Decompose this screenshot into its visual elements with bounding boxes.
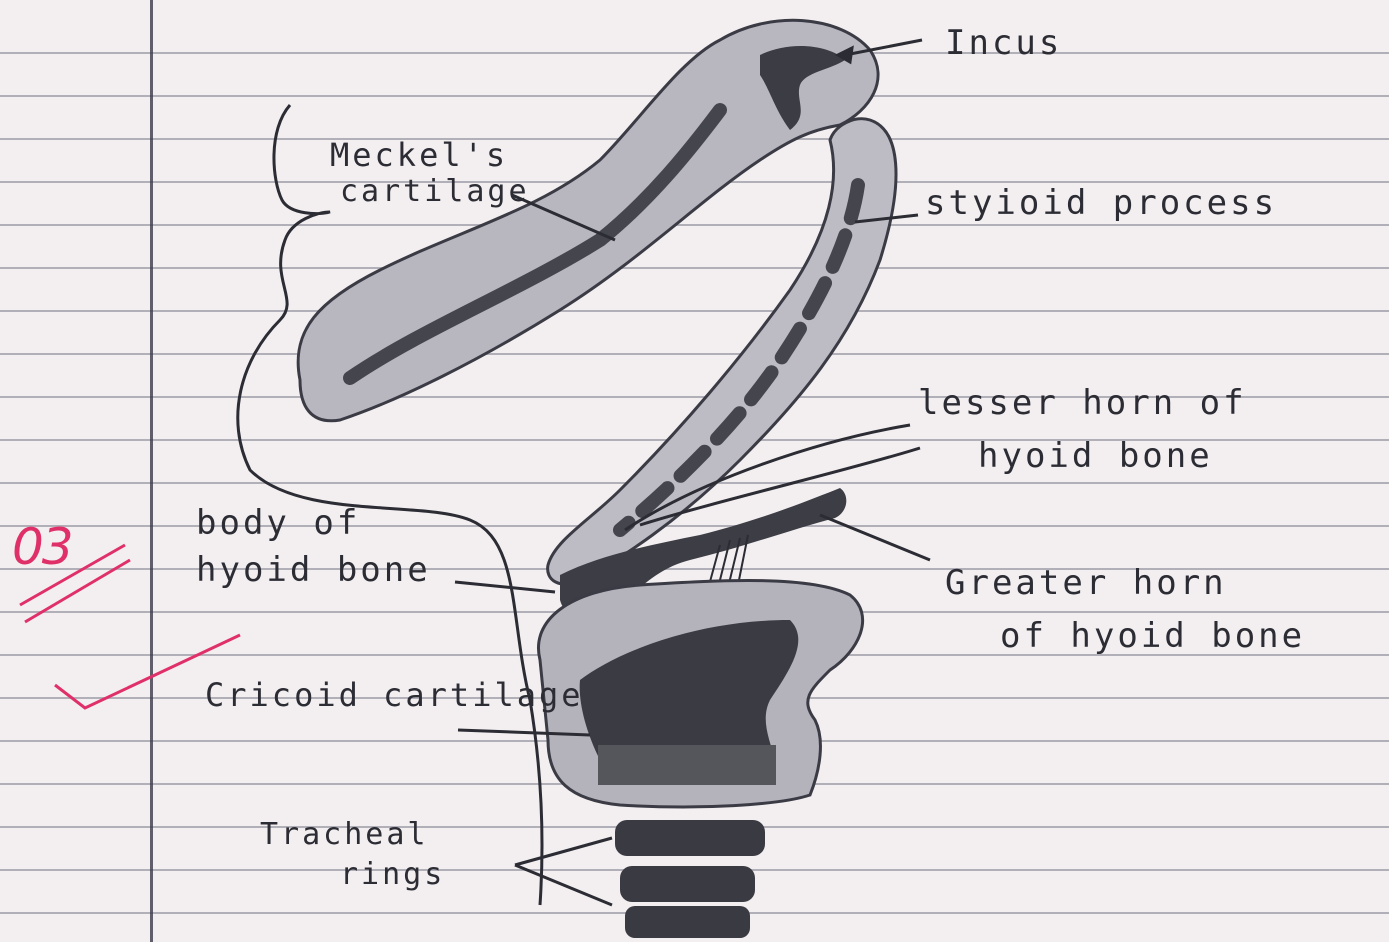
label-body-hyoid-line1: body of: [196, 505, 360, 542]
label-tracheal-rings-line1: Tracheal: [260, 818, 429, 851]
label-incus: Incus: [945, 25, 1062, 62]
label-lesser-horn-line2: hyoid bone: [978, 438, 1213, 475]
label-lesser-horn-line1: lesser horn of: [918, 385, 1247, 422]
label-meckels-line2: cartilage: [340, 175, 530, 208]
label-styloid-process: styioid process: [925, 185, 1277, 222]
tracheal-ring: [620, 866, 755, 902]
label-greater-horn-line2: of hyoid bone: [1000, 618, 1305, 655]
label-cricoid-cartilage: Cricoid cartilage: [205, 678, 584, 713]
grade-mark: 03: [12, 518, 72, 576]
cricoid-band: [598, 745, 776, 785]
label-tracheal-rings-line2: rings: [340, 858, 445, 891]
tracheal-ring: [615, 820, 765, 856]
label-meckels-line1: Meckel's: [330, 138, 508, 173]
label-body-hyoid-line2: hyoid bone: [196, 552, 431, 589]
label-greater-horn-line1: Greater horn: [945, 565, 1227, 602]
tracheal-ring: [625, 906, 750, 938]
